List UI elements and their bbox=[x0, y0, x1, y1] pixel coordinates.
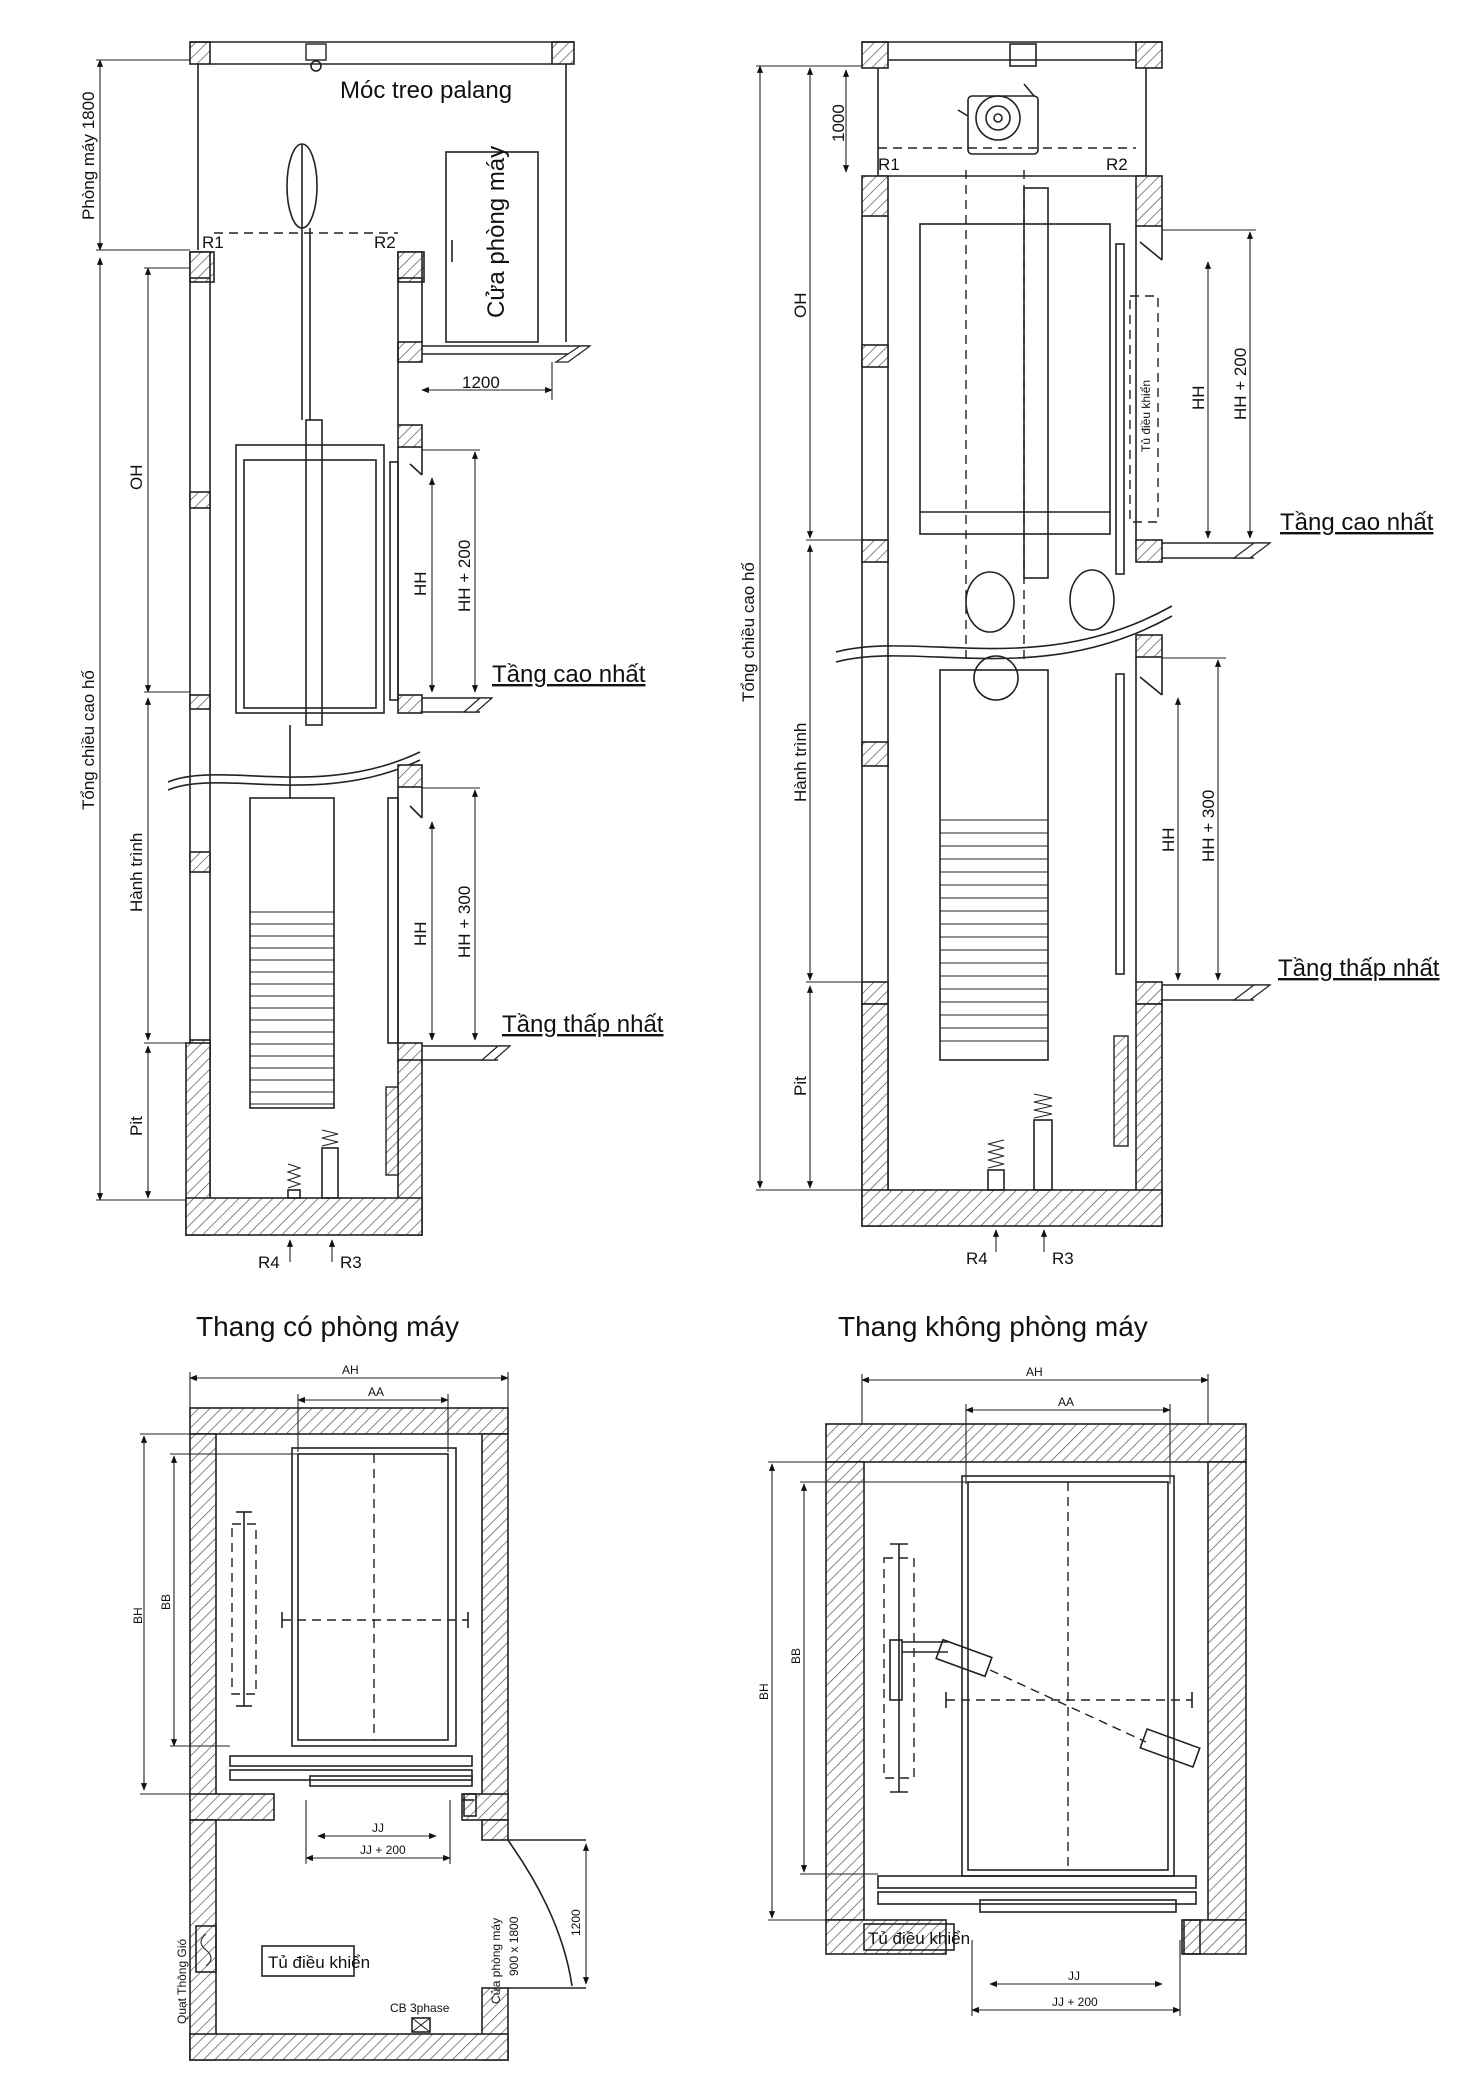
bh-label-right: BH bbox=[757, 1683, 771, 1700]
pit-label: Pit bbox=[127, 1116, 146, 1136]
machine-door-plan-label: Cửa phòng máy bbox=[489, 1918, 503, 2004]
total-pit-height-label: Tổng chiều cao hố bbox=[79, 670, 98, 810]
right-section-drawing bbox=[756, 41, 1272, 1252]
control-cabinet-plan-label-right: Tủ điều khiển bbox=[868, 1929, 970, 1948]
bottom-floor-label-right: Tầng thấp nhất bbox=[1278, 955, 1440, 982]
travel-label-right: Hành trình bbox=[791, 723, 810, 802]
hh-200-label: HH + 200 bbox=[455, 540, 474, 612]
jj-label-left: JJ bbox=[372, 1821, 384, 1835]
right-plan-drawing bbox=[768, 1374, 1247, 2016]
hh-upper-label: HH bbox=[411, 571, 430, 596]
bh-label-left: BH bbox=[131, 1607, 145, 1624]
dim-1200-label: 1200 bbox=[462, 373, 500, 392]
fan-label: Quạt Thông Gió bbox=[175, 1939, 189, 2024]
pit-label-right: Pit bbox=[791, 1076, 810, 1096]
r2-label-right: R2 bbox=[1106, 155, 1128, 174]
title-without-machine-room: Thang không phòng máy bbox=[838, 1311, 1148, 1342]
r4-label-right: R4 bbox=[966, 1249, 988, 1268]
hh-lower-label-right: HH bbox=[1159, 827, 1178, 852]
hh-200-label-right: HH + 200 bbox=[1231, 348, 1250, 420]
aa-label-left: AA bbox=[368, 1385, 384, 1399]
r3-label-right: R3 bbox=[1052, 1249, 1074, 1268]
control-cabinet-label-right: Tủ điều khiển bbox=[1139, 380, 1153, 452]
r1-label-right: R1 bbox=[878, 155, 900, 174]
jj-200-label-left: JJ + 200 bbox=[360, 1843, 406, 1857]
traction-machine bbox=[957, 83, 1039, 155]
hh-upper-label-right: HH bbox=[1189, 385, 1208, 410]
bottom-floor-label-left: Tầng thấp nhất bbox=[502, 1011, 664, 1038]
dim-1000-label: 1000 bbox=[829, 104, 848, 142]
hook-label: Móc treo palang bbox=[340, 77, 512, 104]
bb-label-right: BB bbox=[789, 1648, 803, 1664]
jj-200-label-right: JJ + 200 bbox=[1052, 1995, 1098, 2009]
machine-room-height-label: Phòng máy 1800 bbox=[79, 91, 98, 220]
jj-label-right: JJ bbox=[1068, 1969, 1080, 1983]
hh-300-label-right: HH + 300 bbox=[1199, 790, 1218, 862]
total-pit-height-label-right: Tổng chiều cao hố bbox=[739, 562, 758, 702]
left-section-drawing bbox=[96, 41, 592, 1262]
left-plan-drawing bbox=[140, 1372, 590, 2061]
counterweight-stack bbox=[250, 911, 334, 1105]
aa-label-right: AA bbox=[1058, 1395, 1074, 1409]
hh-300-label: HH + 300 bbox=[455, 886, 474, 958]
title-with-machine-room: Thang có phòng máy bbox=[196, 1311, 459, 1342]
hh-lower-label: HH bbox=[411, 921, 430, 946]
r2-label-left: R2 bbox=[374, 233, 396, 252]
bb-label-left: BB bbox=[159, 1594, 173, 1610]
top-floor-label-left: Tầng cao nhất bbox=[492, 661, 646, 688]
dim-1200-plan-label: 1200 bbox=[569, 1909, 583, 1936]
machine-door-size-label: 900 x 1800 bbox=[507, 1916, 521, 1976]
ah-label-right: AH bbox=[1026, 1365, 1043, 1379]
cb-label: CB 3phase bbox=[390, 2001, 450, 2015]
machine-door-label: Cửa phòng máy bbox=[483, 146, 510, 318]
ah-label-left: AH bbox=[342, 1363, 359, 1377]
counterweight-stack-right bbox=[940, 819, 1048, 1042]
oh-label: OH bbox=[127, 465, 146, 491]
oh-label-right: OH bbox=[791, 293, 810, 319]
r3-label-left: R3 bbox=[340, 1253, 362, 1272]
control-cabinet-label-left: Tủ điều khiển bbox=[268, 1953, 370, 1972]
r1-label-left: R1 bbox=[202, 233, 224, 252]
travel-label: Hành trình bbox=[127, 833, 146, 912]
r4-label-left: R4 bbox=[258, 1253, 280, 1272]
top-floor-label-right: Tầng cao nhất bbox=[1280, 509, 1434, 536]
